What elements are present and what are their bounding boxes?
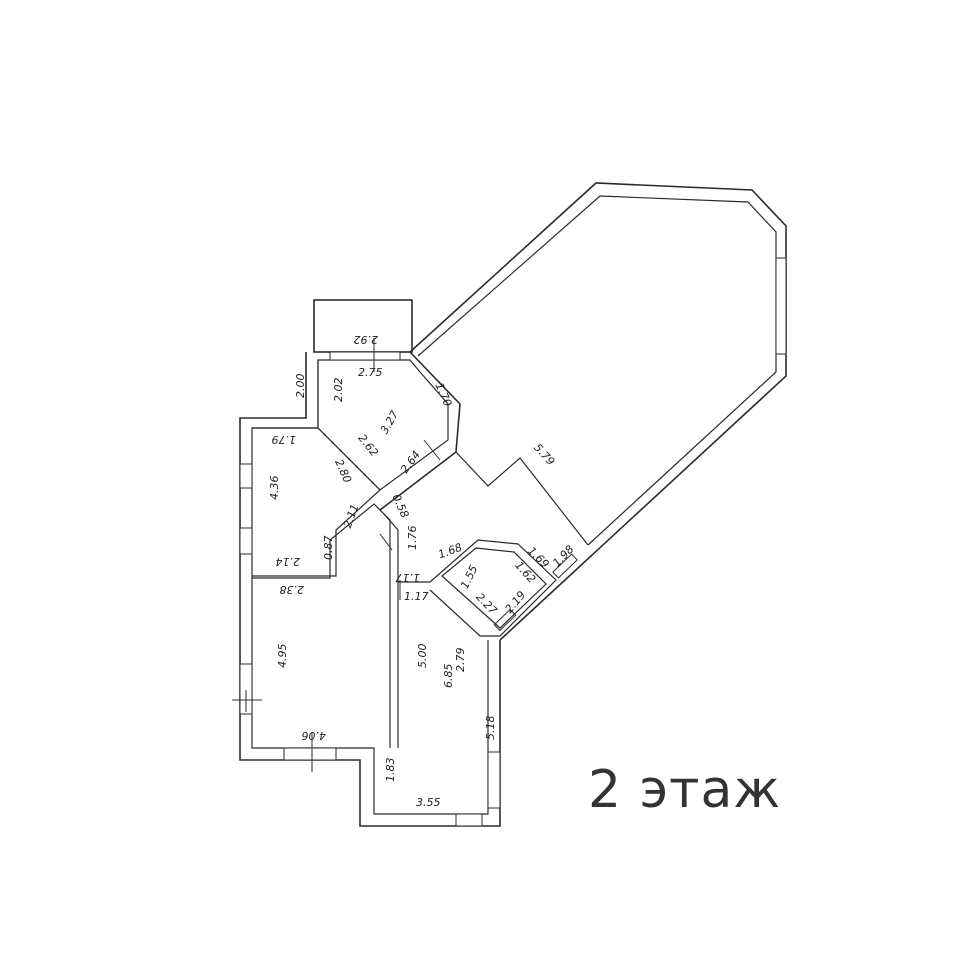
floor-label: 2 этаж bbox=[588, 760, 782, 820]
dim-label: 4.06 bbox=[302, 729, 327, 742]
dim-label: 1.76 bbox=[406, 526, 419, 551]
window-left-1 bbox=[239, 463, 253, 489]
dim-label: 2.00 bbox=[294, 374, 307, 399]
dim-label: 3.27 bbox=[378, 408, 402, 436]
dim-label: 1.70 bbox=[432, 381, 454, 409]
divider-1 bbox=[383, 513, 399, 531]
dim-label: 1.62 bbox=[512, 559, 538, 586]
window-right-1 bbox=[487, 751, 501, 809]
window-bay bbox=[493, 608, 517, 632]
living-room-inner-wall bbox=[417, 195, 777, 546]
left-block-outer-wall bbox=[239, 352, 501, 827]
room-left-middle-2 bbox=[252, 503, 391, 748]
dim-label: 0.87 bbox=[322, 536, 335, 561]
dim-label: 2.62 bbox=[355, 432, 380, 459]
dim-label: 2.79 bbox=[454, 648, 467, 673]
dim-label: 2.02 bbox=[332, 378, 345, 403]
dim-label: 3.55 bbox=[416, 796, 441, 809]
dim-label: 1.55 bbox=[458, 563, 480, 591]
dim-label: 2.27 bbox=[473, 591, 499, 618]
window-living-east bbox=[775, 257, 787, 355]
dim-label: 1.17 bbox=[404, 590, 429, 603]
dim-label: 5.18 bbox=[484, 716, 497, 741]
dim-label: 2.92 bbox=[354, 333, 379, 346]
dim-label: 1.83 bbox=[384, 758, 397, 783]
window-left-3 bbox=[239, 663, 253, 715]
dim-label: 2.14 bbox=[276, 555, 301, 568]
section-mark-7 bbox=[423, 439, 441, 461]
room-left-middle bbox=[252, 427, 381, 577]
dim-label: 1.17 bbox=[396, 571, 421, 584]
window-left-2 bbox=[239, 527, 253, 555]
dim-label: 2.38 bbox=[280, 583, 305, 596]
living-room-partition bbox=[455, 451, 589, 546]
dim-label: 4.36 bbox=[268, 476, 281, 501]
dim-label: 1.79 bbox=[272, 433, 297, 446]
dim-label: 6.85 bbox=[442, 664, 455, 689]
dim-label: 5.00 bbox=[416, 644, 429, 669]
dim-label: 4.95 bbox=[276, 644, 289, 669]
dim-label: 2.64 bbox=[398, 448, 423, 475]
dim-label: 0.58 bbox=[389, 492, 411, 520]
dim-label: 2.75 bbox=[358, 366, 383, 379]
living-room-outer-wall bbox=[409, 182, 787, 641]
window-living-south bbox=[552, 553, 578, 579]
window-bottom-2 bbox=[455, 813, 483, 827]
dim-label: 1.68 bbox=[436, 541, 463, 562]
window-bottom-1 bbox=[283, 747, 337, 761]
dim-label: 5.79 bbox=[531, 441, 557, 468]
corridor-wall bbox=[398, 539, 557, 637]
section-mark-5 bbox=[379, 533, 393, 551]
top-room-outer bbox=[379, 351, 461, 511]
bath-walls bbox=[441, 547, 547, 629]
window-balcony bbox=[329, 351, 401, 361]
